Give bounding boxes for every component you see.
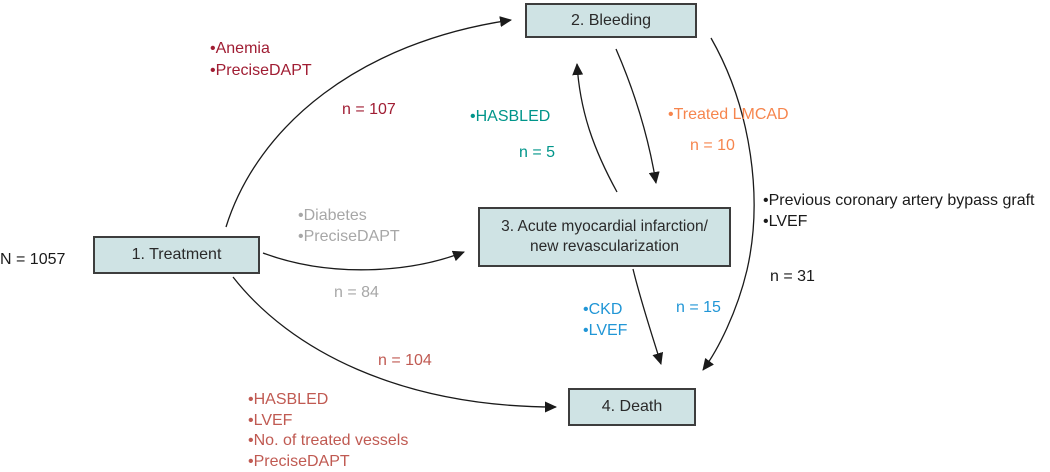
- state-box-ami-label-line2: new revascularization: [529, 238, 680, 255]
- risk-factors-treatment-to-ami: Diabetes PreciseDAPT: [298, 205, 400, 247]
- risk-factor-item: Anemia: [210, 38, 312, 60]
- risk-factors-bleeding-to-ami: Treated LMCAD: [668, 106, 789, 124]
- risk-factor-item: HASBLED: [470, 108, 551, 126]
- state-box-ami-label-line1: 3. Acute myocardial infarction/: [501, 218, 708, 235]
- arrow-treatment-to-death: [232, 276, 557, 413]
- risk-factors-ami-to-bleeding: HASBLED: [470, 108, 551, 126]
- risk-factor-item: Diabetes: [298, 205, 400, 226]
- arrow-treatment-to-bleeding: [225, 16, 512, 228]
- arrow-ami-to-bleeding: [572, 63, 618, 193]
- arrow-treatment-to-ami: [262, 250, 465, 271]
- population-count: N = 1057: [0, 251, 66, 268]
- risk-factor-item: Treated LMCAD: [668, 106, 789, 124]
- risk-factor-item: LVEF: [248, 411, 408, 432]
- risk-factor-item: CKD: [583, 299, 627, 320]
- state-box-treatment: 1. Treatment: [93, 236, 260, 274]
- arrow-ami-to-death: [632, 268, 664, 365]
- state-box-bleeding-label: 2. Bleeding: [570, 11, 652, 29]
- transition-count-ami-to-death: n = 15: [676, 299, 721, 316]
- arrow-bleeding-to-death: [702, 37, 755, 371]
- risk-factor-item: Previous coronary artery bypass graft: [763, 190, 1035, 211]
- transition-count-treatment-to-death: n = 104: [378, 352, 432, 369]
- transition-count-treatment-to-ami: n = 84: [334, 284, 379, 301]
- risk-factor-item: No. of treated vessels: [248, 431, 409, 452]
- risk-factors-treatment-to-death: HASBLED LVEF No. of treated vessels Prec…: [248, 390, 409, 472]
- transition-count-bleeding-to-ami: n = 10: [690, 137, 735, 154]
- risk-factor-item: PreciseDAPT: [248, 452, 408, 472]
- risk-factor-item: LVEF: [583, 320, 628, 341]
- risk-factor-item: LVEF: [763, 211, 1035, 232]
- state-box-death-label: 4. Death: [601, 398, 663, 415]
- state-box-ami: 3. Acute myocardial infarction/ new reva…: [478, 207, 731, 267]
- state-box-death: 4. Death: [568, 388, 696, 426]
- risk-factor-item: PreciseDAPT: [298, 226, 400, 247]
- risk-factors-treatment-to-bleeding: Anemia PreciseDAPT: [210, 38, 312, 82]
- risk-factors-ami-to-death: CKD LVEF: [583, 299, 628, 341]
- risk-factor-item: PreciseDAPT: [210, 60, 312, 82]
- state-box-bleeding: 2. Bleeding: [525, 3, 697, 38]
- arrow-bleeding-to-ami: [615, 48, 660, 184]
- transition-count-treatment-to-bleeding: n = 107: [342, 101, 396, 118]
- transition-count-bleeding-to-death: n = 31: [770, 268, 815, 285]
- state-box-treatment-label: 1. Treatment: [131, 246, 222, 263]
- risk-factors-bleeding-to-death: Previous coronary artery bypass graft LV…: [763, 190, 1035, 232]
- transition-count-ami-to-bleeding: n = 5: [519, 144, 556, 161]
- risk-factor-item: HASBLED: [248, 390, 408, 411]
